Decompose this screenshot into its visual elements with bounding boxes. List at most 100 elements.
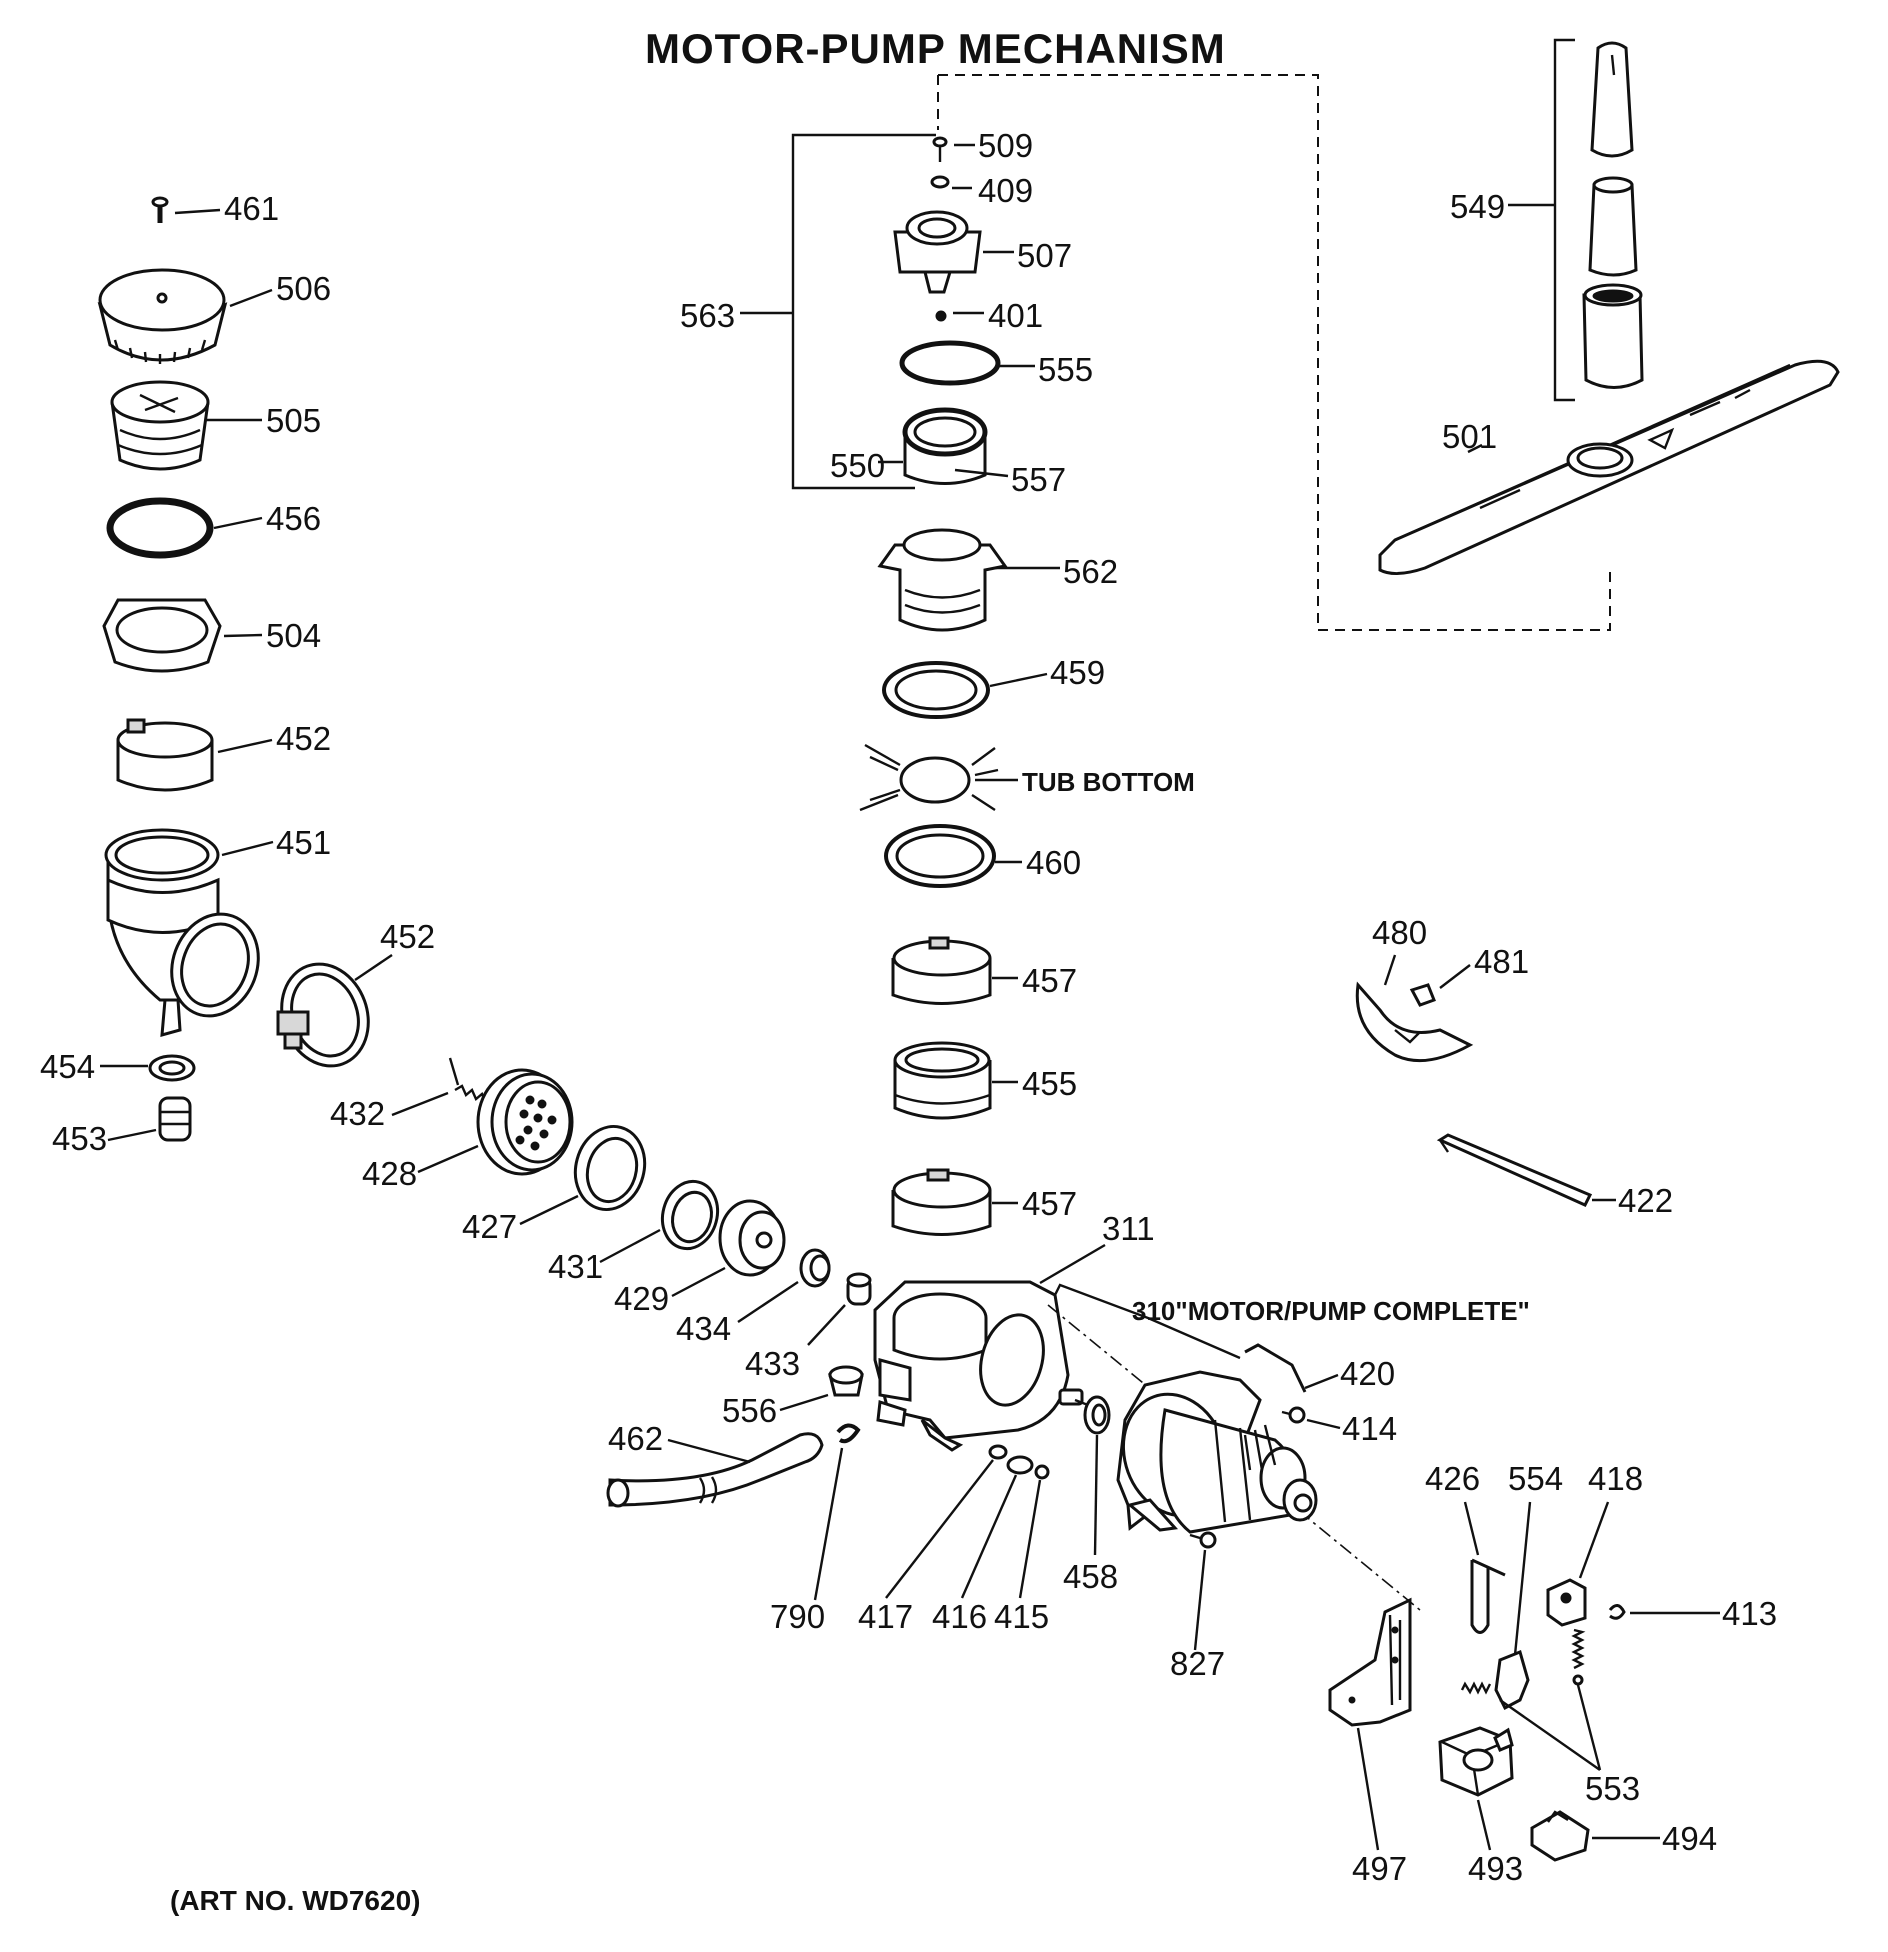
- part-507-hub-icon: [893, 210, 982, 294]
- part-562-housing-icon: [877, 528, 1008, 632]
- label-454: 454: [40, 1048, 95, 1085]
- part-452-clamp-icon: [116, 718, 214, 792]
- part-459-gasket-icon: [882, 661, 990, 719]
- part-556-nozzle-icon: [828, 1365, 864, 1397]
- part-409-washer-icon: [930, 175, 950, 189]
- part-452-clamp-diagonal-icon: [276, 962, 370, 1068]
- label-416: 416: [932, 1598, 987, 1635]
- part-311-pump-body-icon: [873, 1280, 1084, 1452]
- label-311: 311: [1102, 1210, 1155, 1247]
- diagram-title: MOTOR-PUMP MECHANISM: [645, 25, 1226, 72]
- part-420-wire-icon: [1244, 1343, 1307, 1393]
- pump-and-motor: 311 310"MOTOR/PUMP COMPLETE" 417 416 415…: [858, 1210, 1530, 1682]
- part-454-clip-icon: [148, 1054, 196, 1082]
- label-409: 409: [978, 172, 1033, 209]
- label-427: 427: [462, 1208, 517, 1245]
- part-433-bushing-icon: [846, 1272, 872, 1306]
- label-428: 428: [362, 1155, 417, 1192]
- label-401: 401: [988, 297, 1043, 334]
- label-432: 432: [330, 1095, 385, 1132]
- spray-arm-group: 549 501: [1378, 38, 1840, 575]
- part-509-screw-icon: [932, 136, 948, 162]
- right-mid-group: 480 481 422: [1355, 914, 1673, 1219]
- bracket-563: [791, 133, 936, 490]
- part-461-screw-icon: [151, 196, 169, 223]
- part-501-spray-arm-icon: [1378, 359, 1840, 575]
- label-507: 507: [1017, 237, 1072, 274]
- part-493-solenoid-icon: [1438, 1726, 1514, 1797]
- label-459: 459: [1050, 654, 1105, 691]
- part-457-clamp-lower-icon: [891, 1168, 992, 1236]
- part-506-cap-icon: [97, 268, 228, 364]
- part-481-clip-icon: [1409, 983, 1436, 1007]
- label-452-lower: 452: [380, 918, 435, 955]
- part-497-bracket-icon: [1328, 1597, 1412, 1727]
- part-432-spring-icon: [448, 1057, 488, 1104]
- label-434: 434: [676, 1310, 731, 1347]
- label-550: 550: [830, 447, 885, 484]
- part-416-washer-icon: [1006, 1455, 1034, 1475]
- part-451-housing-icon: [104, 828, 260, 1038]
- part-415-nut-icon: [1034, 1464, 1050, 1480]
- label-420: 420: [1340, 1355, 1395, 1392]
- part-431-seal-icon: [660, 1179, 720, 1251]
- part-456-ring-icon: [106, 497, 214, 559]
- part-554-lever-icon: [1494, 1649, 1530, 1711]
- part-504-nut-icon: [102, 598, 222, 673]
- label-429: 429: [614, 1280, 669, 1317]
- label-426: 426: [1425, 1460, 1480, 1497]
- label-557: 557: [1011, 461, 1066, 498]
- label-455: 455: [1022, 1065, 1077, 1102]
- label-504: 504: [266, 617, 321, 654]
- washers-group: [988, 1444, 1050, 1480]
- part-429-impeller-icon: [718, 1199, 786, 1277]
- label-790: 790: [770, 1598, 825, 1635]
- label-555: 555: [1038, 351, 1093, 388]
- part-494-actuator-icon: [1530, 1810, 1590, 1862]
- part-458-seal-icon: [1074, 1395, 1111, 1435]
- label-509: 509: [978, 127, 1033, 164]
- label-480: 480: [1372, 914, 1427, 951]
- label-549: 549: [1450, 188, 1505, 225]
- part-549-tube-icon: [1582, 41, 1644, 389]
- bracket-310: [1053, 1283, 1241, 1360]
- central-stack: 509 409 507 401 555 563: [680, 127, 1195, 1236]
- label-456: 456: [266, 500, 321, 537]
- part-427-ring-icon: [573, 1124, 647, 1212]
- label-431: 431: [548, 1248, 603, 1285]
- part-418-latch-icon: [1546, 1578, 1587, 1627]
- part-434-cap-icon: [799, 1248, 831, 1288]
- part-417-washer-icon: [988, 1444, 1008, 1460]
- label-452-upper: 452: [276, 720, 331, 757]
- label-554: 554: [1508, 1460, 1563, 1497]
- label-827: 827: [1170, 1645, 1225, 1682]
- label-562: 562: [1063, 553, 1118, 590]
- label-506: 506: [276, 270, 331, 307]
- bottom-right-assembly: 426 554 418 413 553: [1328, 1460, 1777, 1887]
- part-553-spring-icon: [1460, 1628, 1586, 1695]
- part-428-impeller-icon: [476, 1068, 574, 1176]
- part-457-clamp-icon: [891, 936, 992, 1005]
- part-480-deflector-icon: [1355, 981, 1474, 1063]
- part-455-filter-icon: [893, 1041, 992, 1120]
- label-422: 422: [1618, 1182, 1673, 1219]
- label-497: 497: [1352, 1850, 1407, 1887]
- art-number: (ART NO. WD7620): [170, 1885, 420, 1916]
- part-827-screw-icon: [1189, 1531, 1217, 1549]
- part-453-plug-icon: [158, 1096, 192, 1142]
- label-501: 501: [1442, 418, 1497, 455]
- label-458: 458: [1063, 1558, 1118, 1595]
- label-553: 553: [1585, 1770, 1640, 1807]
- label-433: 433: [745, 1345, 800, 1382]
- part-413-clip-icon: [1608, 1604, 1626, 1620]
- label-457-upper: 457: [1022, 962, 1077, 999]
- label-481: 481: [1474, 943, 1529, 980]
- label-505: 505: [266, 402, 321, 439]
- label-461: 461: [224, 190, 279, 227]
- label-413: 413: [1722, 1595, 1777, 1632]
- part-422-bar-icon: [1436, 1133, 1593, 1207]
- label-563: 563: [680, 297, 735, 334]
- part-790-clip-icon: [836, 1423, 861, 1444]
- label-460: 460: [1026, 844, 1081, 881]
- label-417: 417: [858, 1598, 913, 1635]
